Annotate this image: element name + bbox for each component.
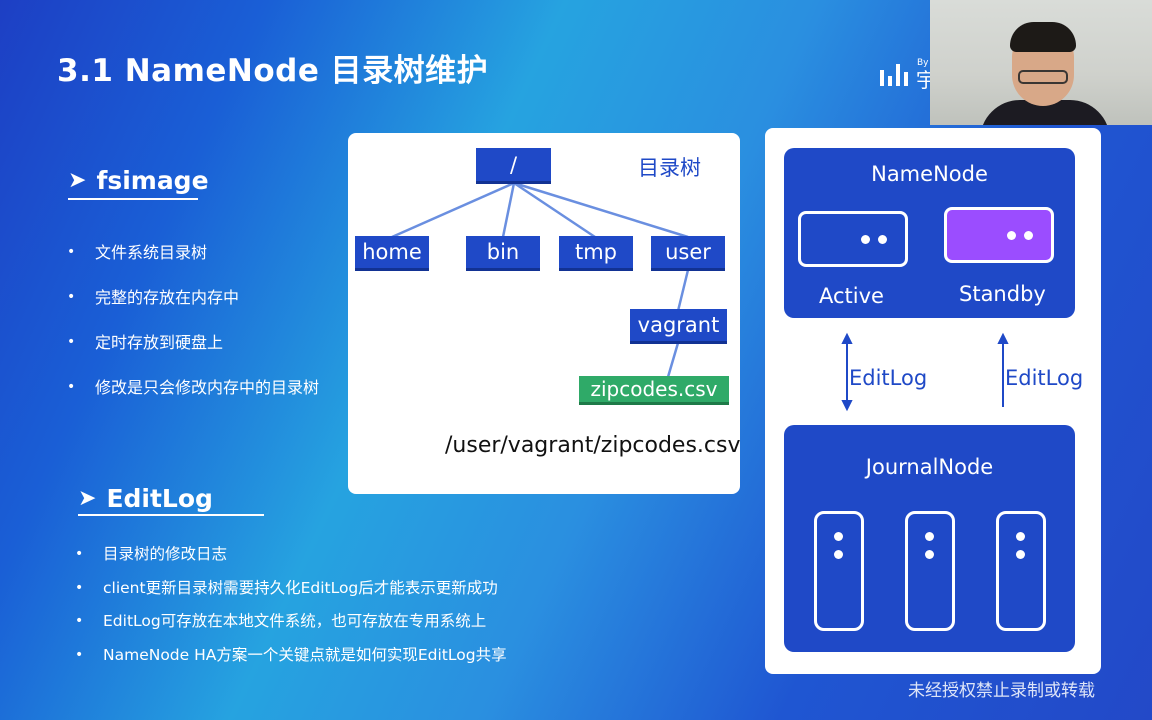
editlog-bullet-list: 目录树的修改日志 client更新目录树需要持久化EditLog后才能表示更新成… <box>75 538 507 672</box>
logo-by-text: By <box>917 58 929 68</box>
active-server-icon <box>798 211 908 267</box>
journalnode-box: JournalNode <box>784 425 1075 652</box>
list-item: 修改是只会修改内存中的目录树 <box>67 365 319 410</box>
tree-node-zipcodes-file: zipcodes.csv <box>579 376 729 405</box>
editlog-arrows <box>841 332 1009 412</box>
namenode-title: NameNode <box>871 162 988 186</box>
tree-node-bin: bin <box>466 236 540 271</box>
slide-title: 3.1 NameNode 目录树维护 <box>57 53 489 89</box>
list-item: 文件系统目录树 <box>67 230 319 275</box>
journalnode-1-icon <box>814 511 864 631</box>
tree-node-user: user <box>651 236 725 271</box>
standby-server-icon <box>944 207 1054 263</box>
active-label: Active <box>819 284 884 308</box>
file-path-text: /user/vagrant/zipcodes.csv <box>445 433 741 458</box>
tree-label: 目录树 <box>638 156 701 180</box>
fsimage-heading-text: fsimage <box>96 166 209 195</box>
editlog-label-left: EditLog <box>849 366 928 390</box>
namenode-box: NameNode Active Standby <box>784 148 1075 318</box>
journalnode-2-icon <box>905 511 955 631</box>
list-item: EditLog可存放在本地文件系统，也可存放在专用系统上 <box>75 605 507 639</box>
directory-tree-panel: / 目录树 home bin tmp user vagrant zipcodes… <box>348 133 741 494</box>
journalnode-3-icon <box>996 511 1046 631</box>
list-item: client更新目录树需要持久化EditLog后才能表示更新成功 <box>75 572 507 606</box>
editlog-underline <box>78 514 264 516</box>
namenode-ha-panel: NameNode Active Standby EditLog EditLog … <box>765 128 1101 674</box>
editlog-heading-text: EditLog <box>106 484 213 513</box>
list-item: 目录树的修改日志 <box>75 538 507 572</box>
arrow-right-icon: ➤ <box>68 168 87 193</box>
editlog-heading: ➤ EditLog <box>78 484 213 513</box>
brand-logo: By 宇 <box>878 58 936 92</box>
watermark-text: 未经授权禁止录制或转载 <box>908 681 1095 701</box>
tree-node-root: / <box>476 148 551 184</box>
tree-connectors <box>391 181 690 378</box>
standby-label: Standby <box>959 282 1046 306</box>
fsimage-underline <box>68 198 198 200</box>
tree-node-home: home <box>355 236 429 271</box>
tree-node-tmp: tmp <box>559 236 633 271</box>
journalnode-title: JournalNode <box>865 455 994 479</box>
list-item: NameNode HA方案一个关键点就是如何实现EditLog共享 <box>75 639 507 673</box>
fsimage-heading: ➤ fsimage <box>68 166 209 195</box>
editlog-label-right: EditLog <box>1005 366 1084 390</box>
arrow-right-icon: ➤ <box>78 486 97 511</box>
tree-node-vagrant: vagrant <box>630 309 727 344</box>
fsimage-bullet-list: 文件系统目录树 完整的存放在内存中 定时存放到硬盘上 修改是只会修改内存中的目录… <box>67 230 319 410</box>
list-item: 完整的存放在内存中 <box>67 275 319 320</box>
list-item: 定时存放到硬盘上 <box>67 320 319 365</box>
webcam-overlay <box>930 0 1152 125</box>
